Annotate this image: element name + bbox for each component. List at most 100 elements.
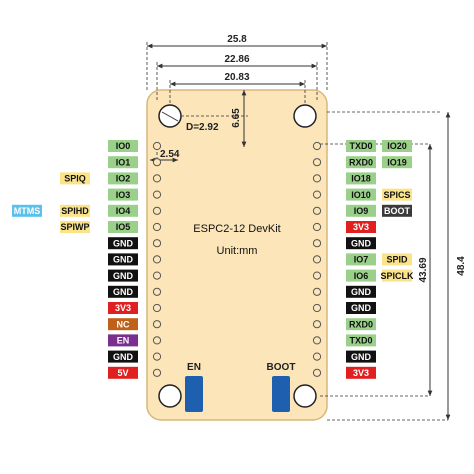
right-pin-hole-8 (312, 271, 322, 280)
left-pin-2-alt-0: SPIQ (60, 172, 90, 185)
left-pin-10: 3V3 (108, 302, 138, 314)
right-pin-1-box (346, 156, 376, 169)
left-pin-5-box (108, 221, 138, 233)
left-pin-hole-10 (152, 303, 162, 313)
right-pin-hole-14 (312, 368, 322, 377)
left-pin-12-box (108, 334, 138, 347)
right-pin-hole-9 (312, 287, 322, 296)
left-pin-4-alt-0-label: SPIHD (61, 206, 89, 216)
left-pin-8-label: GND (113, 271, 134, 281)
left-pin-2-alt-0-box (60, 172, 90, 185)
right-pin-0-box (346, 140, 376, 152)
left-pin-5: IO5 (108, 221, 138, 233)
right-pin-hole-6 (312, 239, 322, 248)
left-pin-hole-4 (152, 206, 162, 215)
right-pin-11-box (346, 318, 376, 331)
left-pin-12: EN (108, 334, 138, 347)
right-pin-8-label: IO6 (354, 271, 369, 281)
right-pin-1-alt-0: IO19 (382, 156, 412, 169)
board-body (146, 89, 328, 421)
right-pin-3-box (346, 188, 376, 201)
right-pin-1: RXD0 (346, 156, 376, 169)
right-pin-6: GND (346, 237, 376, 250)
right-pin-8-alt-0-box (382, 269, 412, 282)
left-pin-2-label: IO2 (116, 174, 131, 184)
left-pin-7-label: GND (113, 255, 134, 265)
right-pin-hole-1 (312, 158, 322, 167)
left-pin-14: 5V (108, 366, 138, 379)
boot-button[interactable] (272, 376, 290, 412)
right-pin-3-alt-0-label: SPICS (383, 190, 410, 200)
right-pin-8-box (346, 269, 376, 282)
left-pin-11: NC (108, 318, 138, 331)
right-pin-7-alt-0-label: SPID (386, 255, 408, 265)
left-pin-12-label: EN (117, 336, 130, 346)
right-pin-8-alt-0: SPICLK (380, 269, 414, 282)
right-pin-3-alt-0: SPICS (382, 188, 412, 201)
left-pin-hole-2 (152, 174, 162, 183)
mounting-hole-bottom-right (293, 384, 317, 408)
left-pin-1-label: IO1 (116, 157, 131, 167)
dim-height-pins: 43.69 (418, 257, 429, 282)
left-pin-hole-5 (152, 222, 162, 232)
left-pin-3-box (108, 188, 138, 201)
left-pin-10-label: 3V3 (115, 303, 131, 313)
left-pin-hole-12 (152, 336, 162, 345)
left-pin-hole-8 (152, 271, 162, 280)
left-pin-2: IO2 (108, 172, 138, 185)
left-pin-0-box (108, 140, 138, 152)
left-pin-13: GND (108, 350, 138, 363)
left-pin-11-label: NC (117, 319, 130, 329)
dim-hole-diameter: D=2.92 (186, 122, 219, 133)
left-pin-1-box (108, 156, 138, 169)
left-pin-0: IO0 (108, 140, 138, 152)
left-pin-4-alt-1: MTMS (12, 204, 42, 217)
right-pin-4-box (346, 204, 376, 217)
right-pin-9-label: GND (351, 287, 372, 297)
right-pin-hole-2 (312, 174, 322, 183)
right-pin-hole-5 (312, 222, 322, 232)
dim-width-mid: 22.86 (224, 54, 249, 65)
left-pin-0-label: IO0 (116, 141, 131, 151)
dim-height-total: 48.4 (456, 256, 467, 276)
right-pin-14: 3V3 (346, 366, 376, 379)
right-pin-4-alt-0-box (382, 204, 412, 217)
right-pin-6-label: GND (351, 238, 372, 248)
left-pin-hole-13 (152, 352, 162, 361)
right-pin-7-alt-0: SPID (382, 253, 412, 266)
left-pin-5-label: IO5 (116, 222, 131, 232)
en-button-label: EN (187, 362, 201, 373)
boot-button-label: BOOT (267, 362, 296, 373)
left-pin-4-alt-0-box (60, 204, 90, 217)
right-pin-hole-13 (312, 352, 322, 361)
right-pin-2: IO18 (346, 172, 376, 185)
right-pin-2-label: IO18 (351, 174, 371, 184)
right-pin-3-alt-0-box (382, 188, 412, 201)
left-pin-6-box (108, 237, 138, 250)
right-pin-hole-3 (312, 190, 322, 199)
right-pin-14-box (346, 366, 376, 379)
right-pin-7-label: IO7 (354, 255, 369, 265)
right-pin-0-alt-0-box (382, 140, 412, 152)
left-pin-hole-0 (152, 141, 162, 151)
right-pin-11-label: RXD0 (349, 319, 373, 329)
left-pin-hole-3 (152, 190, 162, 199)
dim-width-outer: 25.8 (227, 34, 247, 45)
left-pin-4-alt-1-label: MTMS (14, 206, 41, 216)
right-pin-2-box (346, 172, 376, 185)
left-pin-7: GND (108, 253, 138, 266)
en-button[interactable] (185, 376, 203, 412)
left-pin-6-label: GND (113, 238, 134, 248)
right-pin-0-label: TXD0 (349, 141, 372, 151)
left-pin-14-label: 5V (117, 368, 128, 378)
right-pin-4-label: IO9 (354, 206, 369, 216)
dim-hole-offset: 6.65 (231, 108, 242, 128)
right-pin-hole-0 (312, 141, 322, 151)
right-pin-5-label: 3V3 (353, 222, 369, 232)
right-pin-10-box (346, 302, 376, 314)
right-pin-8-alt-0-label: SPICLK (380, 271, 414, 281)
right-pin-14-label: 3V3 (353, 368, 369, 378)
right-pin-hole-7 (312, 255, 322, 264)
right-pin-1-label: RXD0 (349, 157, 373, 167)
